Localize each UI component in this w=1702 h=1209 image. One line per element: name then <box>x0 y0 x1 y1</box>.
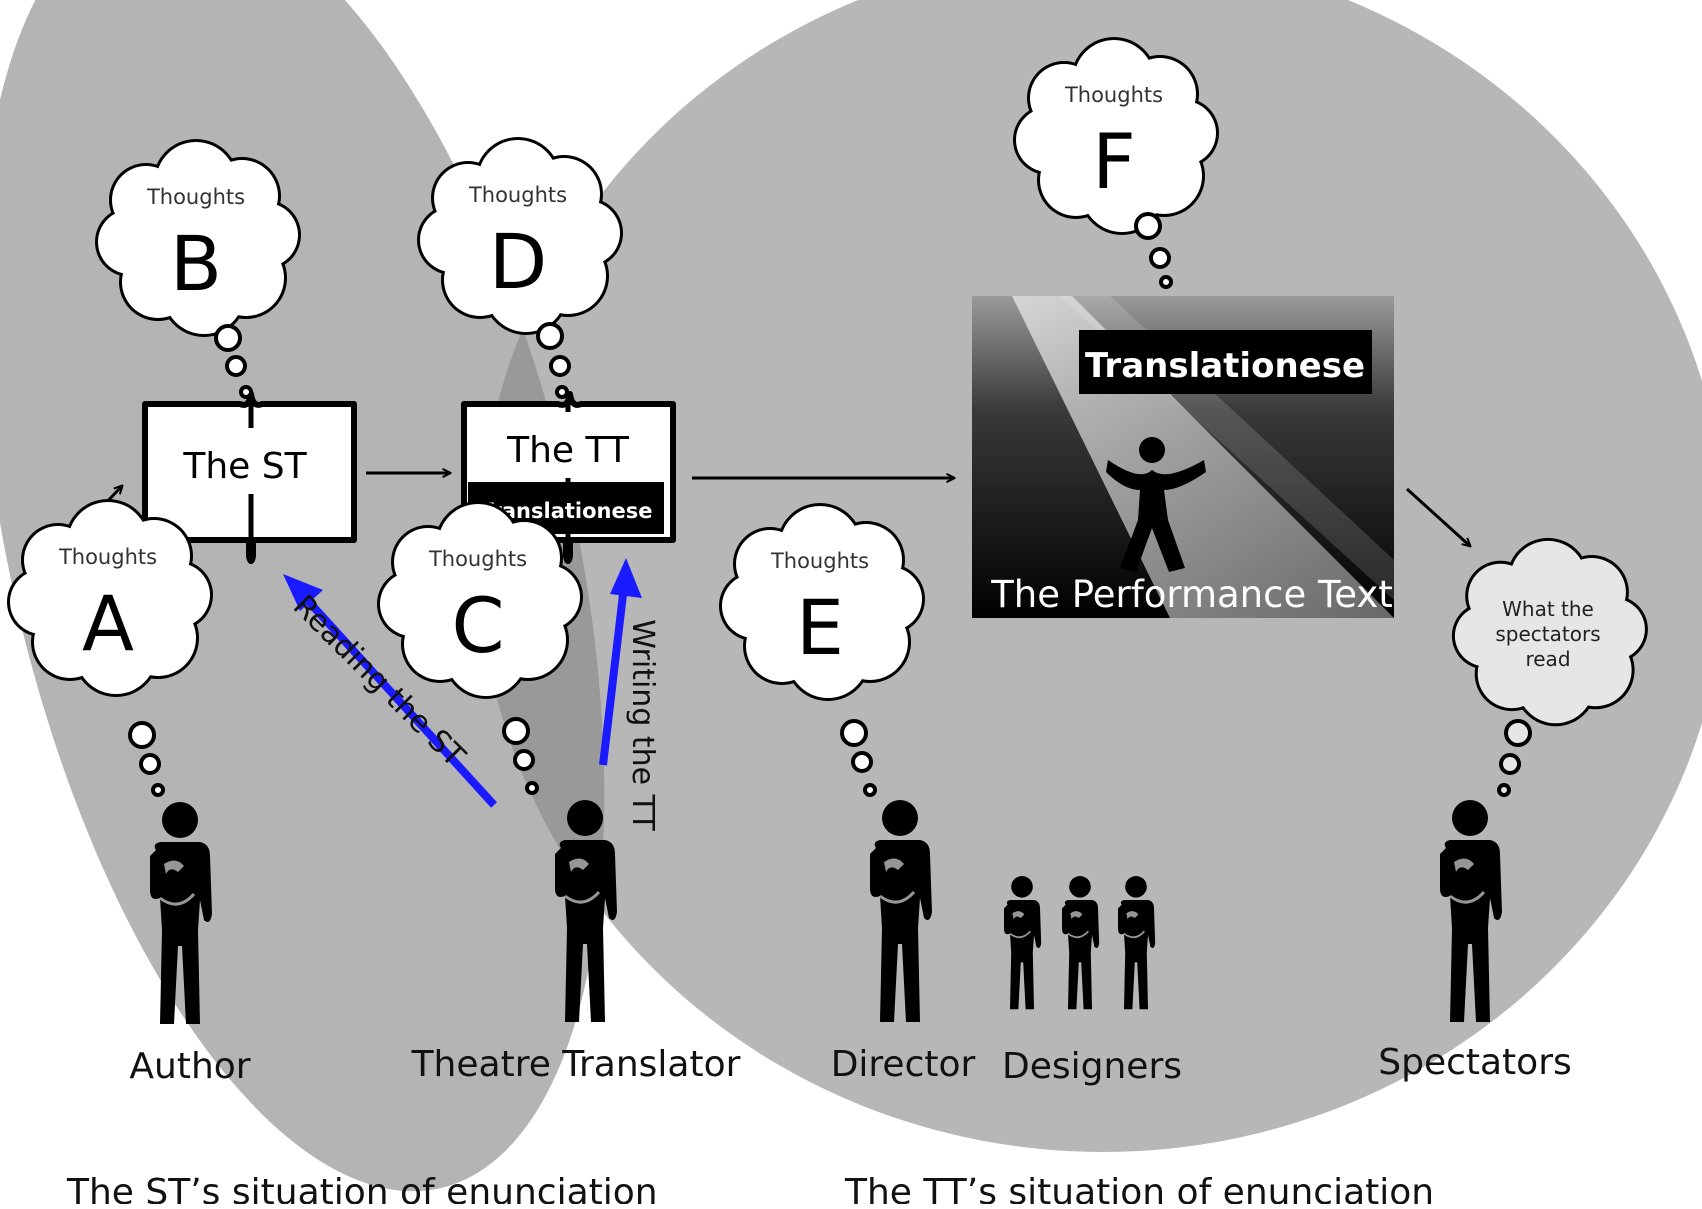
designer-figure <box>1118 876 1156 1010</box>
spectator-thought-line: What the <box>1502 597 1594 621</box>
thoughts-heading: Thoughts <box>428 547 527 571</box>
tt-book: The TT Translationese <box>461 391 676 564</box>
designer-figure <box>1062 876 1100 1010</box>
st-situation-caption: The ST’s situation of enunciation <box>66 1172 658 1204</box>
translator-label: Theatre Translator <box>411 1044 741 1085</box>
spectator-thought-line: read <box>1525 647 1570 671</box>
thought-letter-f: F <box>1092 117 1136 206</box>
st-title-box <box>167 428 323 494</box>
translator-figure <box>555 800 617 1022</box>
designers-label: Designers <box>1002 1046 1182 1087</box>
tt-title-box <box>490 412 648 478</box>
tt-situation-caption: The TT’s situation of enunciation <box>844 1172 1434 1204</box>
designer-figure <box>1004 876 1042 1010</box>
generated-figures: ThoughtsBThoughtsDThoughtsFThoughtsAThou… <box>7 37 1648 1024</box>
director-figure <box>870 800 932 1022</box>
author-figure <box>150 802 212 1024</box>
writing-arrow <box>599 558 642 766</box>
st-book: The ST <box>142 391 357 564</box>
writing-arrow-label: Writing the TT <box>625 619 660 831</box>
thought-letter-e: E <box>796 583 844 672</box>
thought-letter-b: B <box>170 219 222 308</box>
thoughts-heading: Thoughts <box>58 545 157 569</box>
performance-caption: The Performance Text <box>990 573 1393 616</box>
performance-to-spectators-arrow <box>1405 487 1470 546</box>
thoughts-heading: Thoughts <box>1064 83 1163 107</box>
director-label: Director <box>831 1044 976 1085</box>
thought-letter-a: A <box>82 579 134 668</box>
spectators-label: Spectators <box>1378 1042 1572 1083</box>
thoughts-heading: Thoughts <box>146 185 245 209</box>
spectator-thought-line: spectators <box>1495 622 1600 646</box>
spectator-figure <box>1440 800 1502 1022</box>
tt-book-title: The TT <box>506 430 630 471</box>
thought-letter-d: D <box>489 217 548 306</box>
thoughts-heading: Thoughts <box>770 549 869 573</box>
reading-arrow <box>283 574 497 808</box>
st-book-title: The ST <box>182 446 307 487</box>
author-label: Author <box>129 1046 250 1087</box>
actor-figure <box>1106 437 1206 572</box>
thought-letter-c: C <box>451 581 504 670</box>
performance-panel: Translationese The Performance Text <box>972 296 1394 618</box>
performance-translationese-band <box>1079 330 1372 394</box>
performance-translationese-label: Translationese <box>1085 346 1365 386</box>
thoughts-heading: Thoughts <box>468 183 567 207</box>
